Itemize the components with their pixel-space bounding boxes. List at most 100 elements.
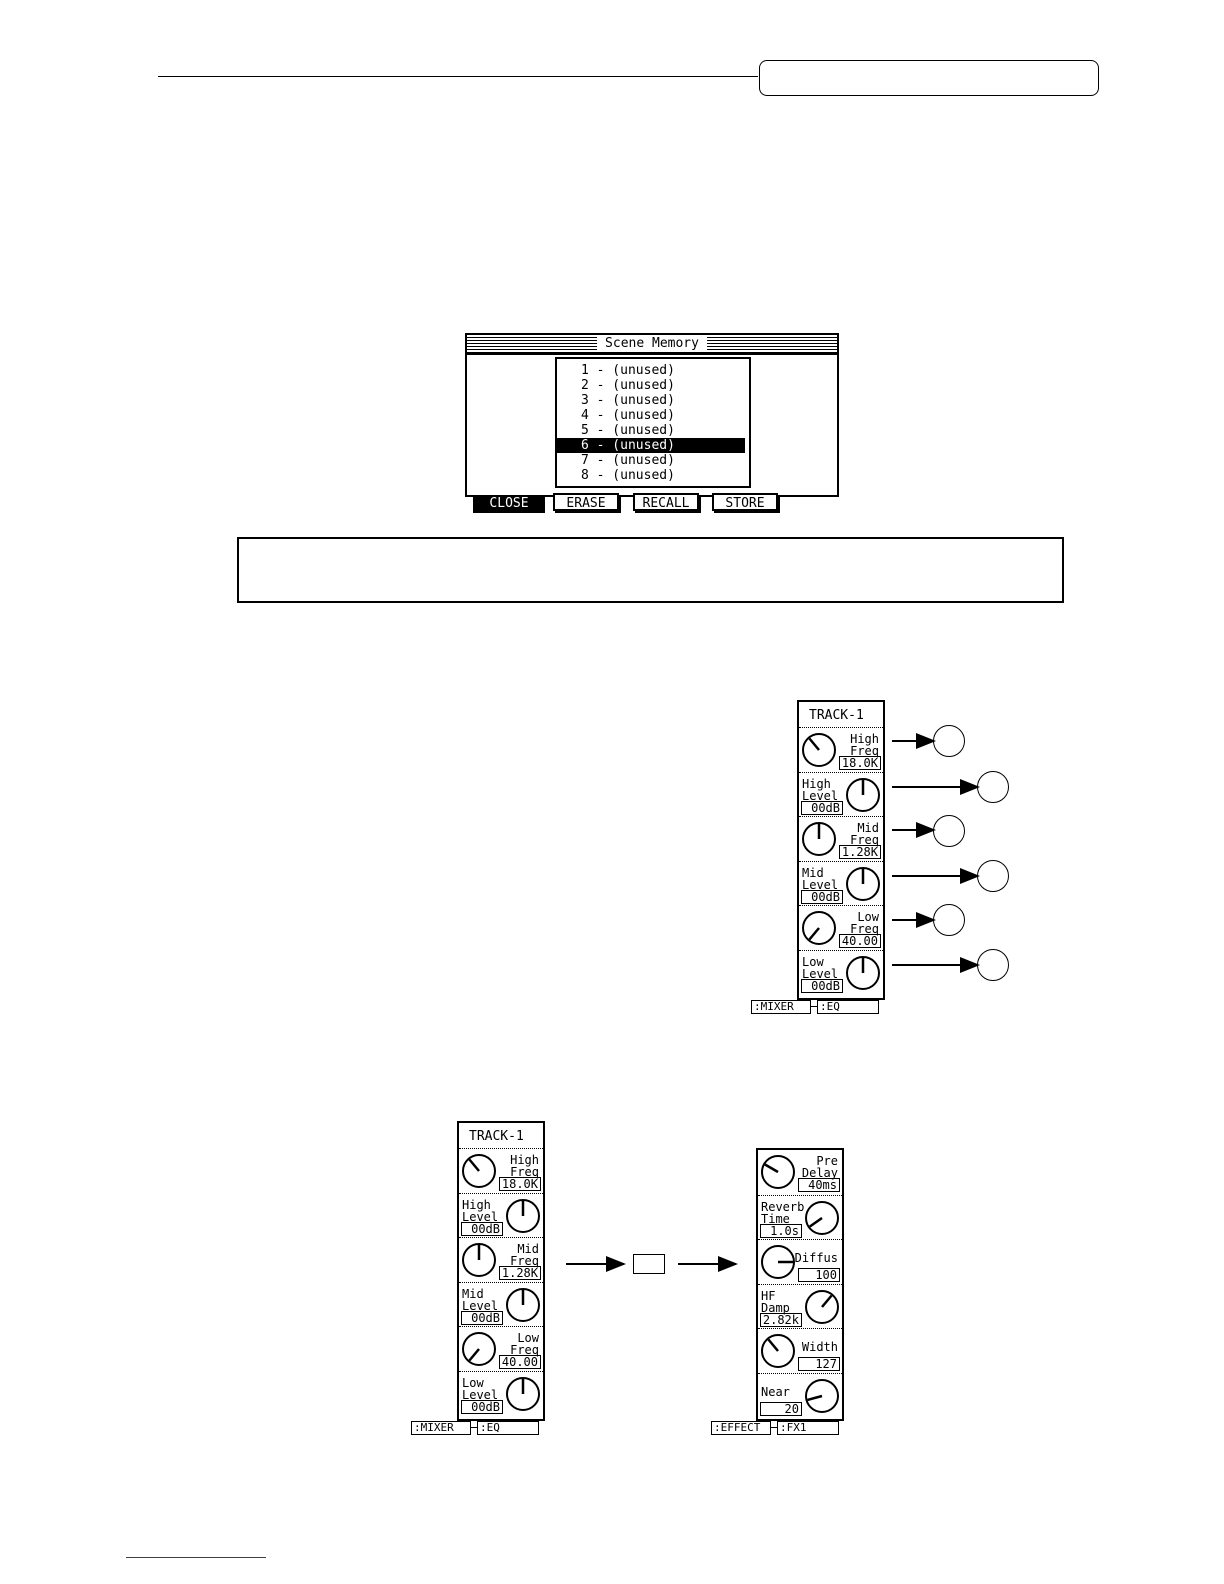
param-value[interactable]: 00dB [461,1310,503,1325]
param-value[interactable]: 18.0K [499,1177,541,1191]
param-label: High Freq [510,1153,539,1179]
param-value[interactable]: 40.00 [499,1355,541,1369]
scene-item[interactable]: 5 - (unused) [581,423,675,438]
footer-link-underline[interactable] [126,1557,266,1558]
tab-right[interactable]: :EQ [477,1421,539,1435]
knob-icon[interactable] [461,1331,497,1367]
knob-icon[interactable] [461,1153,497,1189]
knob-icon[interactable] [801,910,837,946]
param-label: High Freq [850,732,879,758]
store-button[interactable]: STORE [712,493,778,511]
param-label: Diffus [794,1251,838,1265]
param-value[interactable]: 20 [760,1401,802,1416]
param-value[interactable]: 00dB [801,800,843,815]
recall-button[interactable]: RECALL [633,493,699,511]
erase-button[interactable]: ERASE [553,493,619,511]
scene-item[interactable]: 1 - (unused) [581,363,675,378]
param-value[interactable]: 127 [798,1357,840,1371]
knob-icon[interactable] [845,955,881,991]
param-value[interactable]: 40ms [798,1178,840,1192]
callout-1 [933,725,965,757]
tab-left[interactable]: :MIXER [411,1421,471,1435]
param-value[interactable]: 00dB [801,889,843,904]
param-row: Diffus 100 [758,1239,842,1284]
knob-icon[interactable] [845,866,881,902]
tab-right[interactable]: :FX1 [777,1421,839,1435]
param-value[interactable]: 00dB [461,1399,503,1414]
scene-item[interactable]: 8 - (unused) [581,468,675,483]
note-box [237,537,1064,603]
scene-item[interactable]: 4 - (unused) [581,408,675,423]
knob-icon[interactable] [801,821,837,857]
callout-6 [977,949,1009,981]
scene-item[interactable]: 2 - (unused) [581,378,675,393]
param-value[interactable]: 1.0s [760,1223,802,1238]
param-value[interactable]: 18.0K [839,756,881,770]
param-label: Mid Level [462,1286,499,1313]
scene-item[interactable]: 3 - (unused) [581,393,675,408]
scene-list[interactable]: 1 - (unused)2 - (unused)3 - (unused)4 - … [555,357,751,488]
panel-title: TRACK-1 [469,1129,524,1144]
param-label: Mid Freq [510,1242,539,1268]
knob-icon[interactable] [804,1200,840,1236]
close-button[interactable]: CLOSE [473,495,545,513]
knob-icon[interactable] [505,1198,541,1234]
knob-icon[interactable] [505,1287,541,1323]
knob-icon[interactable] [801,732,837,768]
scene-memory-title-bar: Scene Memory [467,335,837,355]
param-value[interactable]: 40.00 [839,934,881,948]
scene-memory-title: Scene Memory [597,335,707,352]
knob-icon[interactable] [760,1154,796,1190]
knob-icon[interactable] [760,1333,796,1369]
param-label: High Level [802,776,839,803]
param-value[interactable]: 1.28K [839,845,881,859]
callout-5 [933,904,965,936]
key-box [633,1254,665,1274]
knob-icon[interactable] [804,1289,840,1325]
header-tab [759,60,1099,96]
tab-connector [811,1006,817,1007]
knob-icon[interactable] [505,1376,541,1412]
tab-connector [771,1427,777,1428]
callout-4 [977,860,1009,892]
tab-right[interactable]: :EQ [817,1000,879,1014]
param-value[interactable]: 1.28K [499,1266,541,1280]
param-label: Pre Delay [801,1154,838,1180]
param-value[interactable]: 100 [798,1268,840,1282]
tab-left[interactable]: :MIXER [751,1000,811,1014]
scene-item[interactable]: 7 - (unused) [581,453,675,468]
param-label: Low Level [462,1375,499,1402]
callout-2 [977,771,1009,803]
scene-item[interactable]: 6 - (unused) [557,438,745,453]
param-label: HF Damp [761,1288,790,1315]
knob-icon[interactable] [461,1242,497,1278]
knob-icon[interactable] [845,777,881,813]
param-label: High Level [462,1197,499,1224]
param-value[interactable]: 00dB [461,1221,503,1236]
tab-left[interactable]: :EFFECT [711,1421,771,1435]
param-value[interactable]: 00dB [801,978,843,993]
knob-icon[interactable] [760,1244,796,1280]
param-label: Low Level [802,954,839,981]
param-value[interactable]: 2.82k [760,1312,802,1327]
param-label: Low Freq [850,910,879,936]
callout-3 [933,815,965,847]
tab-connector [471,1427,477,1428]
knob-icon[interactable] [804,1378,840,1414]
